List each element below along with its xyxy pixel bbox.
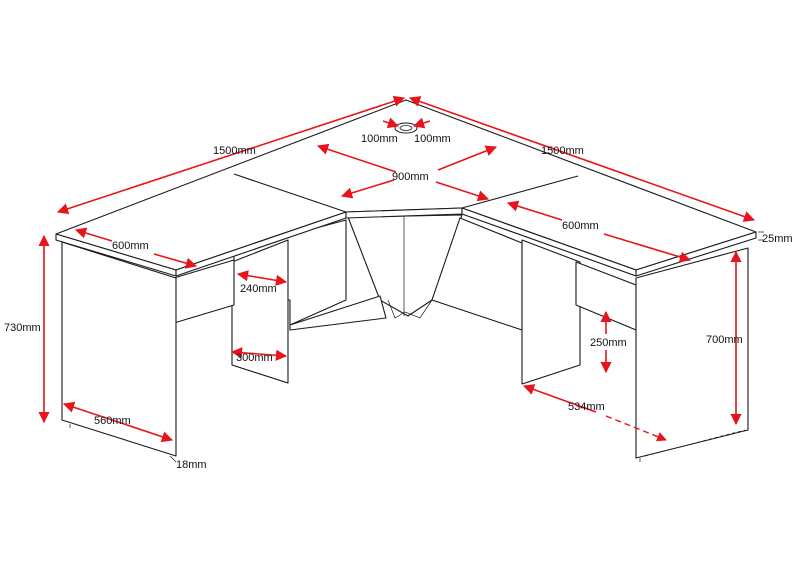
label-overall-height: 730mm — [4, 322, 41, 334]
label-right-length: 1500mm — [541, 145, 584, 157]
label-grommet-right: 100mm — [414, 133, 451, 145]
label-left-depth: 600mm — [112, 240, 149, 252]
dim-right-length — [408, 96, 756, 222]
label-panel-thickness: 18mm — [176, 459, 207, 471]
dim-corner-lower-right — [435, 181, 490, 202]
label-right-leg-depth: 534mm — [568, 401, 605, 413]
right-end-leg — [635, 247, 749, 459]
dim-grommet-right — [412, 117, 431, 129]
dimension-labels: 1500mm 1500mm 100mm 100mm 900mm 600mm 60… — [4, 133, 793, 471]
label-grommet-left: 100mm — [361, 133, 398, 145]
dim-right-leg-depth — [522, 384, 597, 413]
dim-left-leg-depth — [62, 401, 174, 443]
dim-left-depth-b — [153, 253, 198, 269]
desk-outline — [55, 99, 757, 462]
dim-right-depth-b — [603, 233, 692, 263]
label-modesty-height: 250mm — [590, 337, 627, 349]
dimension-lines — [38, 95, 764, 463]
dim-corner-span-left — [316, 143, 397, 173]
label-top-thickness: 25mm — [762, 233, 793, 245]
dim-right-leg-depth-b — [605, 415, 667, 442]
label-leg-height: 700mm — [706, 334, 743, 346]
dim-left-depth-a — [74, 227, 113, 242]
dim-corner-lower-left — [340, 179, 395, 199]
label-modesty-offset: 240mm — [240, 283, 277, 295]
label-leg-width: 300mm — [236, 352, 273, 364]
dim-left-length — [56, 95, 406, 215]
dim-leg-width — [230, 347, 288, 361]
label-right-depth: 600mm — [562, 220, 599, 232]
dim-corner-span-right — [437, 145, 498, 171]
right-middle-leg — [521, 239, 581, 385]
dim-right-depth-a — [506, 200, 563, 221]
dim-grommet-left — [382, 117, 400, 129]
label-left-leg-depth: 560mm — [94, 415, 131, 427]
label-left-length: 1500mm — [213, 145, 256, 157]
label-corner-span: 900mm — [392, 171, 429, 183]
dim-modesty-offset — [236, 270, 288, 286]
cable-grommet — [394, 122, 418, 134]
